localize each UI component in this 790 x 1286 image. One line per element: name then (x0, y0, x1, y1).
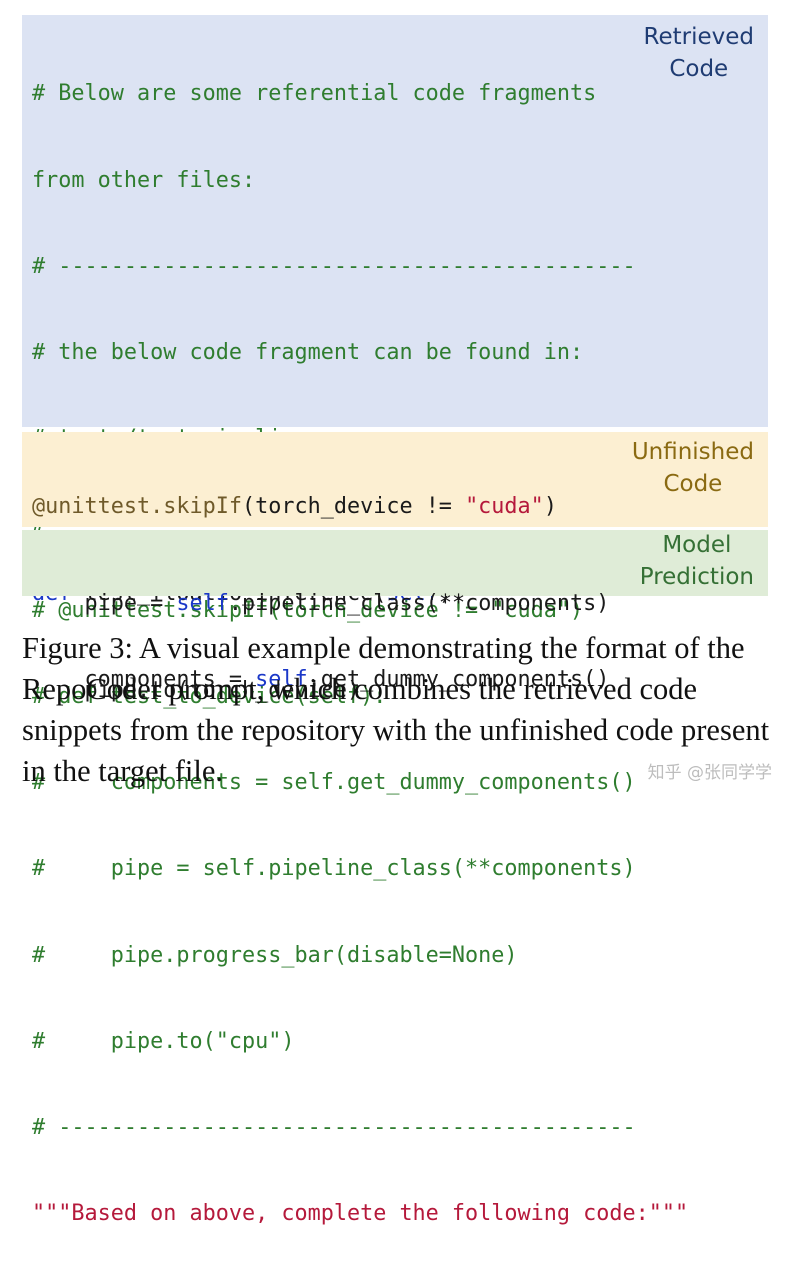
unfinished-code-panel: @unittest.skipIf(torch_device != "cuda")… (22, 432, 768, 692)
code-line: # def test_to_device(self): (32, 684, 387, 710)
retrieved-code-label: Retrieved Code (643, 24, 754, 82)
code-line: # the below code fragment can be found i… (32, 339, 584, 365)
decorator-token: @unittest.skipIf (32, 494, 242, 520)
code-line: # --------------------------------------… (32, 253, 636, 279)
code-line: @unittest.skipIf(torch_device != "cuda") (32, 493, 609, 522)
keyword-token: self (176, 591, 229, 617)
code-token: (torch_device != (241, 494, 466, 520)
code-line: # pipe.to("cpu") (32, 1028, 295, 1054)
code-token: pipe = (32, 591, 177, 617)
code-line: # --------------------------------------… (32, 1114, 636, 1140)
prompt-instruction-line: """Based on above, complete the followin… (32, 1200, 689, 1226)
model-prediction-label: Model Prediction (639, 532, 754, 590)
code-line: pipe.to(torch_device) (32, 677, 361, 703)
keyword-token: self (255, 666, 308, 692)
unfinished-code-label: Unfinished Code (631, 439, 754, 497)
watermark: 知乎 @张同学学 (647, 763, 772, 783)
code-line: pipe = self.pipeline_class(**components) (32, 590, 609, 619)
prediction-code-block: pipe = self.pipeline_class(**components)… (32, 533, 609, 763)
figure-caption: Figure 3: A visual example demonstrating… (22, 631, 770, 788)
code-token: components = (32, 666, 256, 692)
code-line: # @unittest.skipIf(torch_device != "cuda… (32, 598, 584, 624)
retrieved-code-panel: # Below are some referential code fragme… (22, 15, 768, 1226)
code-token: .pipeline_class(**components) (228, 591, 610, 617)
code-line: # pipe = self.pipeline_class(**component… (32, 856, 636, 882)
model-prediction-panel: pipe = self.pipeline_class(**components)… (22, 530, 768, 703)
code-token: .get_dummy_components() (307, 666, 610, 692)
code-line: from other files: (32, 167, 256, 193)
string-token: "cuda" (465, 494, 544, 520)
code-line: # components = self.get_dummy_components… (32, 770, 636, 796)
code-line: # pipe.progress_bar(disable=None) (32, 942, 518, 968)
code-token: ) (543, 494, 557, 520)
code-line: components = self.get_dummy_components() (32, 666, 609, 695)
code-line: # Below are some referential code fragme… (32, 81, 597, 107)
